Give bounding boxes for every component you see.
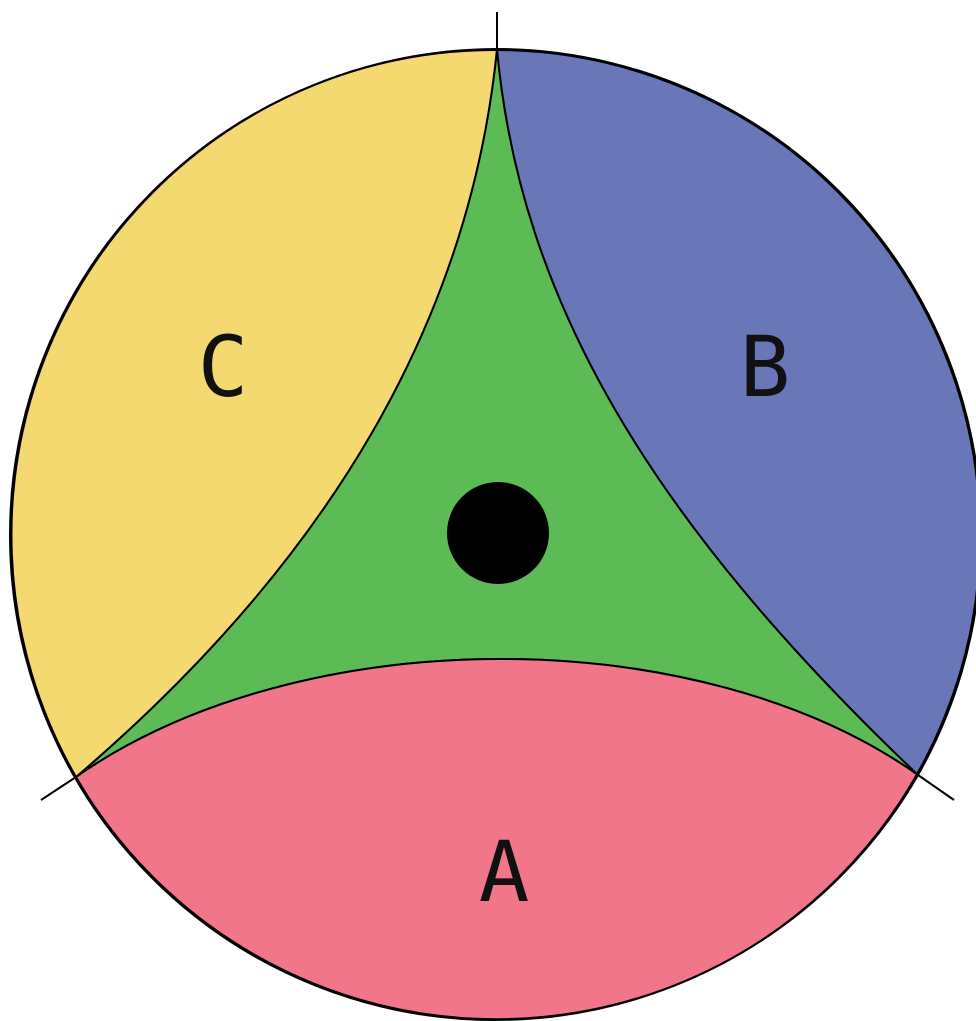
region-label-b: B <box>740 318 791 416</box>
ray-right <box>917 774 955 801</box>
outer-circle-outline <box>9 49 976 1021</box>
region-label-c: C <box>198 318 249 416</box>
region-b <box>496 48 976 776</box>
region-label-a: A <box>479 823 530 921</box>
ray-left <box>40 776 77 801</box>
center-point <box>447 482 549 584</box>
